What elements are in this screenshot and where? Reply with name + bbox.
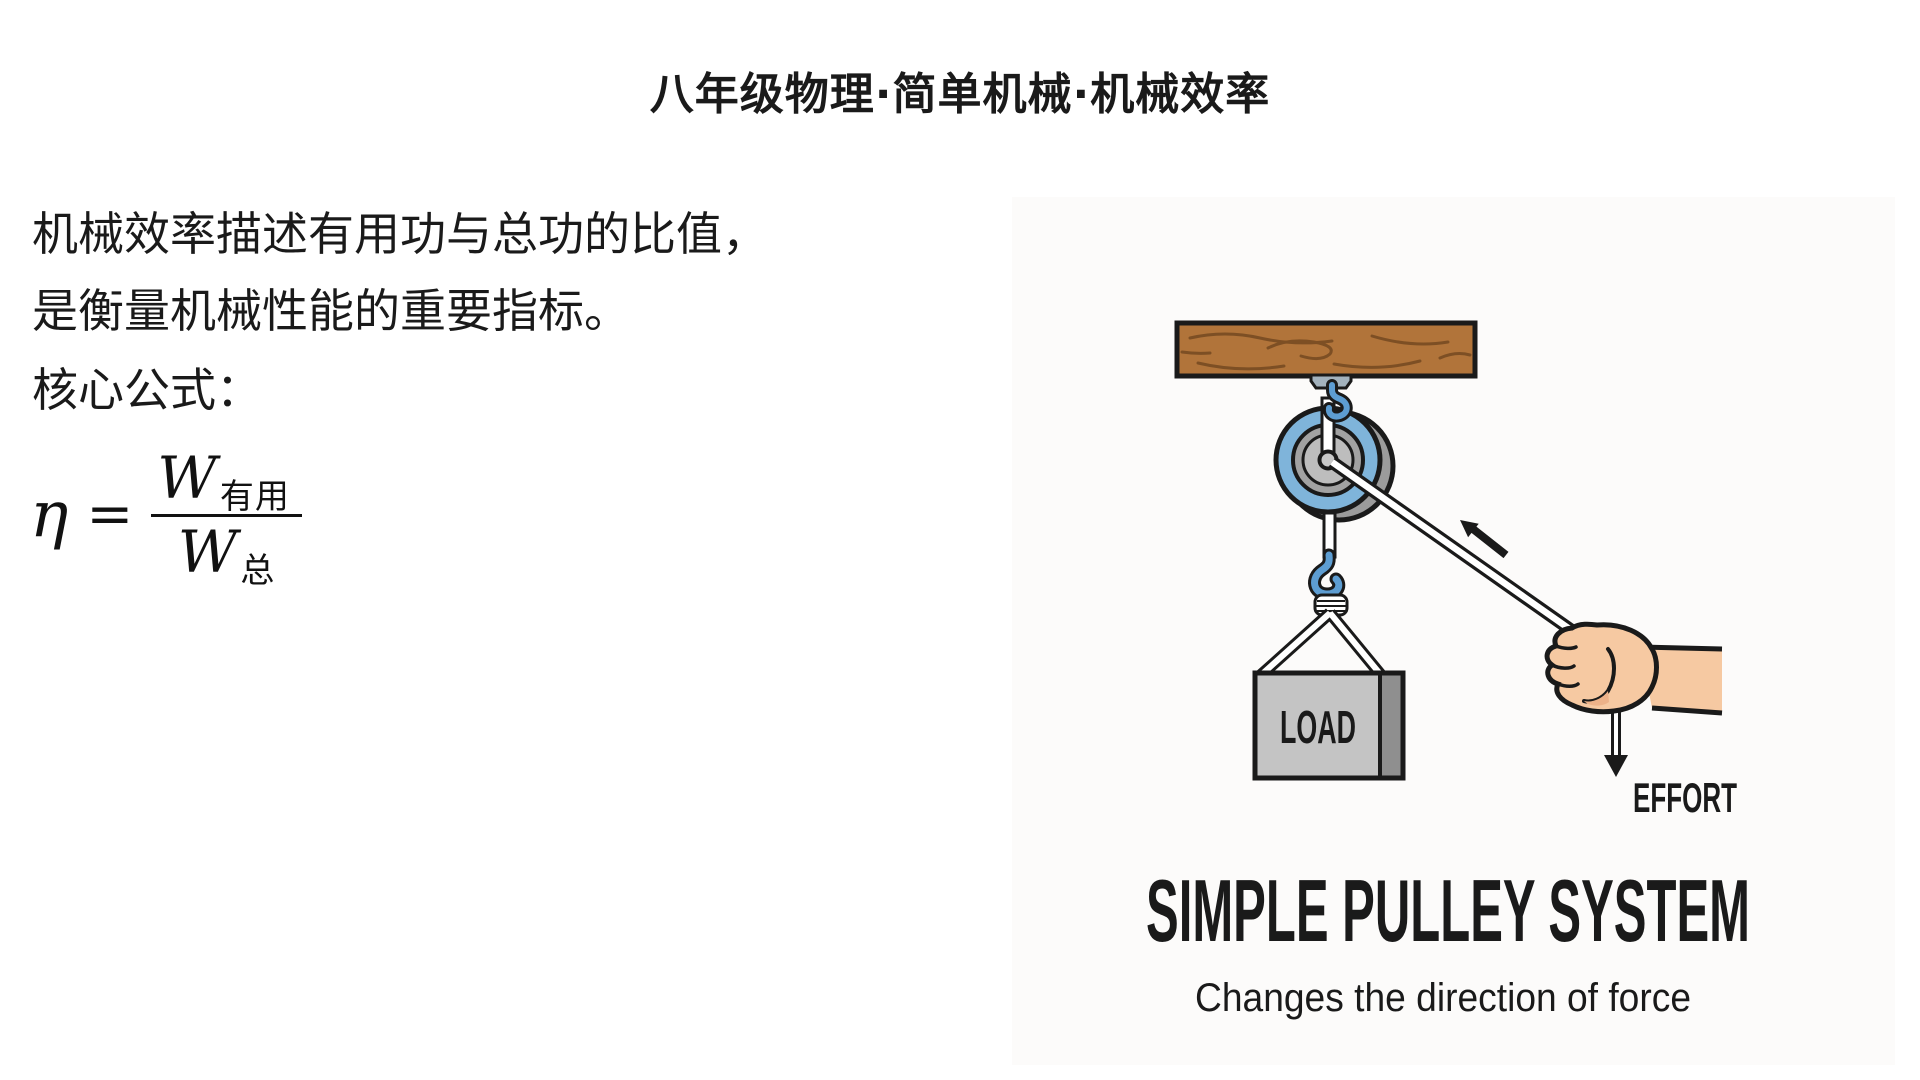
formula-label: 核心公式：	[32, 363, 262, 417]
denominator-subscript: 总	[240, 550, 276, 591]
arm	[1639, 644, 1723, 716]
hook-icon-top	[1322, 379, 1353, 423]
direction-arrow-icon	[1460, 520, 1509, 559]
formula-equals: =	[86, 482, 134, 548]
hook-icon-bottom	[1308, 548, 1346, 601]
intro-line-2: 是衡量机械性能的重要指标。	[32, 284, 630, 338]
formula-eta: η	[30, 478, 69, 553]
page-title: 八年级物理·简单机械·机械效率	[649, 69, 1271, 120]
effort-label: EFFORT	[1633, 774, 1737, 821]
numerator-subscript: 有用	[219, 477, 290, 517]
intro-paragraph: 机械效率描述有用功与总功的比值， 是衡量机械性能的重要指标。	[32, 196, 768, 350]
illustration-title: SIMPLE PULLEY SYSTEM	[1146, 861, 1750, 960]
pulley-illustration: LOAD EFFORT SIMPLE PULLEY SYST	[1012, 197, 1895, 1065]
wooden-beam	[1174, 320, 1478, 379]
wood-grain	[1180, 332, 1472, 371]
load-ropes	[1256, 608, 1386, 680]
effort-rope	[1328, 456, 1612, 662]
load-label: LOAD	[1280, 701, 1356, 753]
rope-ferrule	[1313, 593, 1349, 617]
intro-line-1: 机械效率描述有用功与总功的比值，	[32, 207, 768, 261]
hand-fist	[1544, 621, 1659, 715]
load-box: LOAD	[1252, 670, 1406, 781]
illustration-subtitle: Changes the direction of force	[1195, 976, 1691, 1020]
